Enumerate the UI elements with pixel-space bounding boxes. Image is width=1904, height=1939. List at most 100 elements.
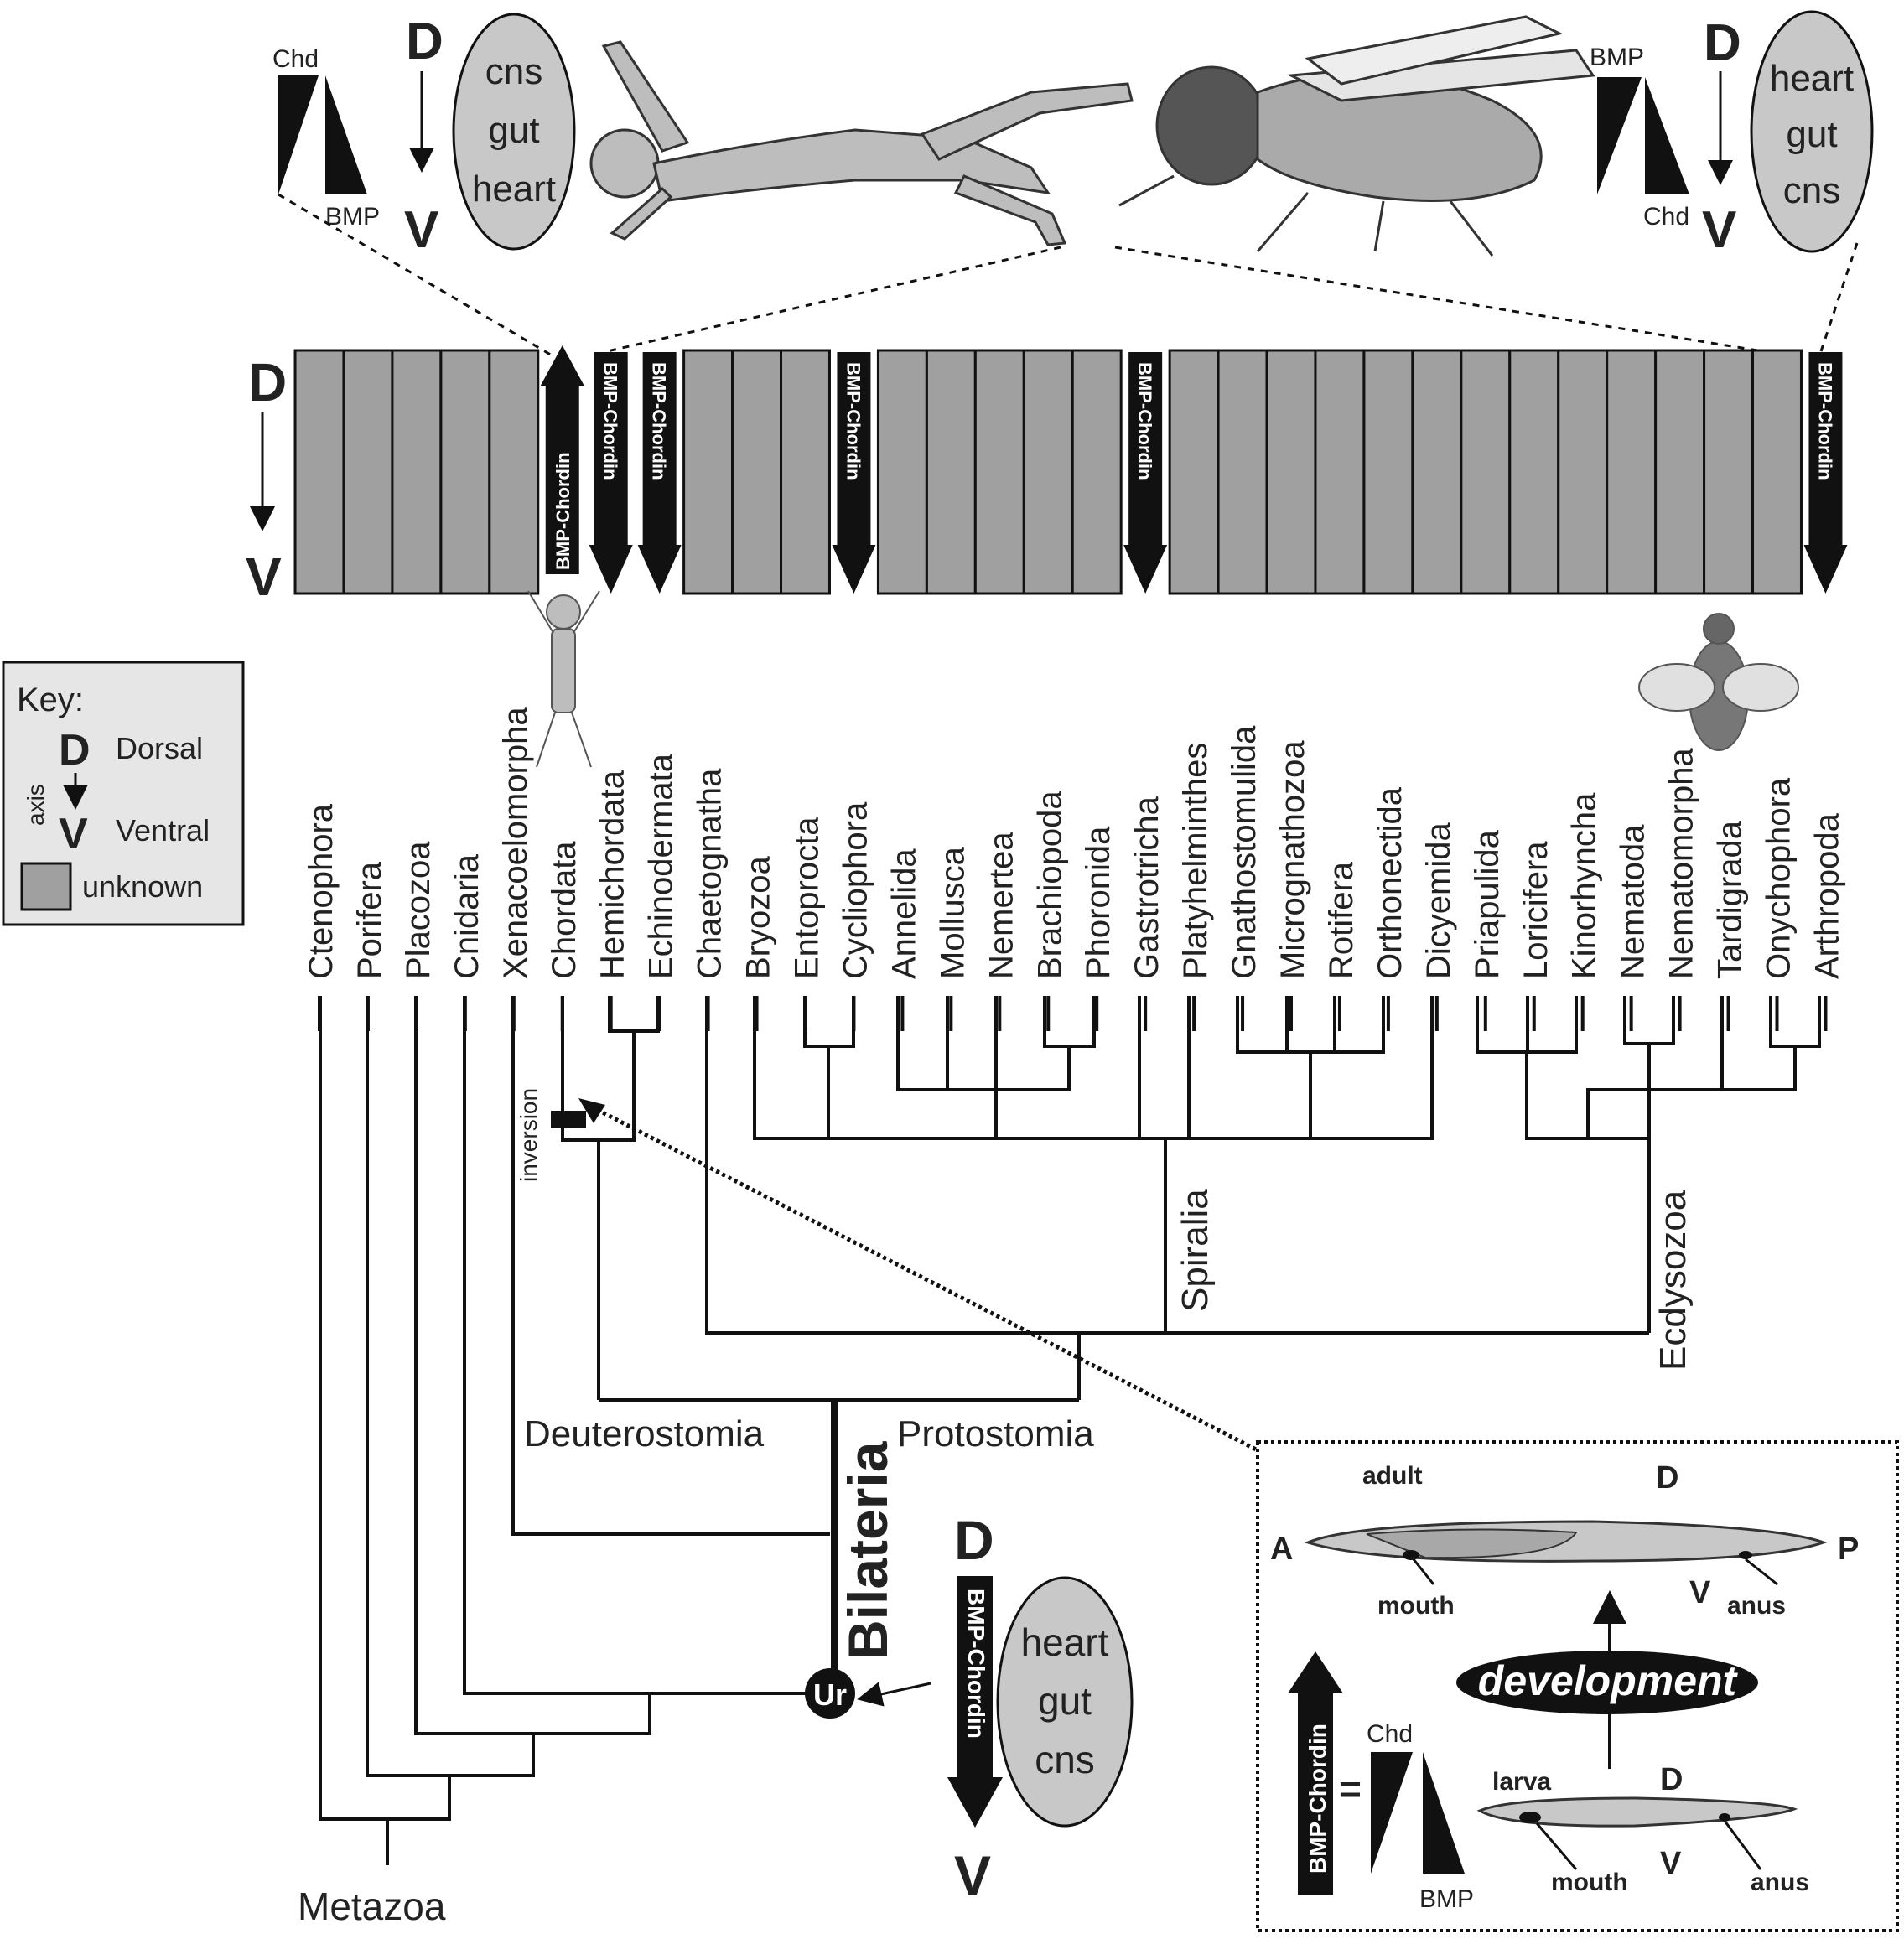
taxon-label-bryozoa: Bryozoa	[740, 856, 777, 979]
key-unknown-swatch	[20, 862, 72, 911]
taxon-label-entoprocta: Entoprocta	[789, 817, 826, 979]
key-unknown: unknown	[82, 869, 203, 904]
band-arrow-echinodermata: BMP-Chordin	[637, 352, 682, 594]
taxon-label-mollusca: Mollusca	[934, 846, 971, 979]
taxon-label-dicyemida: Dicyemida	[1420, 822, 1457, 979]
ancestor-organ-2: gut	[1038, 1679, 1092, 1723]
larva-mouth-leader	[1535, 1822, 1578, 1870]
larva-anus-dot	[1719, 1813, 1730, 1822]
band-cell-porifera	[342, 349, 394, 595]
ancestor-arrow-head	[947, 1777, 1003, 1828]
inset-d2: D	[1660, 1762, 1683, 1797]
inversion-marker	[551, 1111, 586, 1128]
band-cell-bryozoa	[731, 349, 783, 595]
proto-bar	[705, 996, 1649, 1335]
band-cell-chaetognatha	[682, 349, 734, 595]
band-arrow-label: BMP-Chordin	[1814, 362, 1835, 480]
ancestor-d-letter: D	[954, 1509, 994, 1571]
inset-mouth1: mouth	[1377, 1592, 1455, 1620]
ecdy-stem	[1586, 1088, 1759, 1333]
band-arrow-cycliophora: BMP-Chordin	[832, 352, 876, 594]
band-cell-cnidaria	[439, 349, 491, 595]
band-cell-entoprocta	[780, 349, 831, 595]
key-v-letter: V	[59, 810, 88, 858]
taxon-label-cnidaria: Cnidaria	[449, 853, 485, 979]
larva-body	[1476, 1796, 1798, 1828]
inset-anus2: anus	[1751, 1869, 1809, 1896]
ur-label: Ur	[813, 1677, 847, 1712]
band-cell-mollusca	[925, 349, 977, 595]
tree-tips	[318, 996, 1828, 1031]
inset-equals: =	[1339, 1767, 1362, 1811]
ancestor-v-letter: V	[954, 1844, 991, 1906]
bmp-gradient-right	[1597, 77, 1642, 194]
ancestor-organ-3: cns	[1035, 1738, 1095, 1781]
band-cell-nematoda	[1606, 349, 1658, 595]
band-cell-priapulida	[1460, 349, 1512, 595]
taxon-label-rotifera: Rotifera	[1323, 861, 1360, 979]
organ-ellipse-top-right	[1750, 10, 1874, 253]
taxon-label-cycliophora: Cycliophora	[837, 801, 874, 979]
inset-anus1: anus	[1727, 1592, 1786, 1620]
inset-bmp-label: BMP	[1419, 1885, 1474, 1913]
deuterostomia-label: Deuterostomia	[524, 1413, 765, 1454]
band-cell-micrognathozoa	[1265, 349, 1317, 595]
band-cell-nemertea	[973, 349, 1025, 595]
band-cells	[293, 349, 1803, 595]
taxon-label-placozoa: Placozoa	[400, 841, 437, 979]
inset-chd-label: Chd	[1367, 1720, 1413, 1748]
taxon-label-loricifera: Loricifera	[1517, 841, 1554, 979]
band-cell-kinorhyncha	[1557, 349, 1609, 595]
dashed-connector-right	[1818, 242, 1859, 357]
amphioxus-inset: A P adult D mouth anus V development BMP…	[1256, 1440, 1899, 1932]
inset-arrow-label: BMP-Chordin	[1305, 1724, 1331, 1874]
band-cell-xenacoelomorpha	[488, 349, 540, 595]
metazoa-label: Metazoa	[298, 1885, 446, 1928]
ancestor-arrow-shaft	[957, 1576, 993, 1777]
band-arrow-gastrotricha: BMP-Chordin	[1123, 352, 1168, 594]
band-cell-onychophora	[1751, 349, 1803, 595]
adult-anus-leader	[1745, 1558, 1778, 1586]
organ-top-left-3: heart	[472, 168, 556, 210]
d-letter-top-left: D	[406, 13, 444, 70]
adult-anus-dot	[1739, 1551, 1752, 1559]
ur-pointer-arrow	[857, 1682, 931, 1707]
taxon-label-chordata: Chordata	[546, 841, 583, 979]
taxon-label-nematomorpha: Nematomorpha	[1663, 748, 1700, 979]
inset-p-letter: P	[1838, 1532, 1859, 1567]
taxon-label-echinodermata: Echinodermata	[643, 753, 680, 979]
band-arrow-arthropoda: BMP-Chordin	[1803, 352, 1848, 594]
spiralia-comb	[753, 996, 1434, 1140]
taxon-label-micrognathozoa: Micrognathozoa	[1274, 740, 1311, 979]
key-d-letter: D	[59, 726, 91, 775]
organ-top-left-2: gut	[488, 110, 539, 151]
bmp-gradient-left	[325, 75, 367, 194]
taxon-label-ctenophora: Ctenophora	[303, 803, 340, 979]
entopro-cyclio	[803, 996, 855, 1048]
inset-larva-label: larva	[1492, 1768, 1551, 1796]
bilateria-label: Bilateria	[837, 1440, 899, 1660]
d-letter-top-right: D	[1704, 14, 1741, 72]
inset-arrow-shaft	[1298, 1693, 1333, 1895]
taxon-label-orthonectida: Orthonectida	[1372, 786, 1409, 979]
band-arrow-hemichordata: BMP-Chordin	[589, 352, 633, 594]
development-label: development	[1478, 1657, 1739, 1704]
dashed-connector-human	[603, 246, 1061, 354]
v-letter-top-right: V	[1702, 201, 1736, 259]
taxon-label-porifera: Porifera	[351, 861, 388, 979]
legend-key: Key: D V axis Dorsal Ventral unknown	[2, 661, 245, 926]
human-illustration	[589, 40, 1134, 246]
larva-anus-leader	[1723, 1820, 1762, 1870]
taxon-label-phoronida: Phoronida	[1080, 826, 1117, 979]
band-cell-phoronida	[1071, 349, 1123, 595]
inset-v1: V	[1689, 1575, 1711, 1610]
fly-illustration	[1118, 15, 1595, 257]
priap-group	[1476, 996, 1578, 1054]
hemi-echino-clade	[608, 996, 660, 1033]
chd-label-right: Chd	[1643, 203, 1689, 231]
band-cell-loricifera	[1508, 349, 1560, 595]
annelid-group	[896, 996, 1071, 1091]
